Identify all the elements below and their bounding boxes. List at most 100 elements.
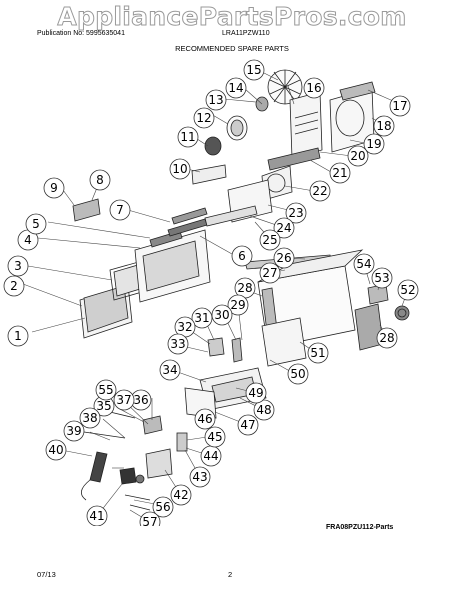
callout-34: 34	[159, 359, 181, 381]
electrical-parts	[81, 411, 188, 511]
svg-text:52: 52	[400, 283, 415, 297]
callout-35: 35	[93, 395, 115, 417]
svg-text:11: 11	[180, 130, 195, 144]
callout-14: 14	[225, 77, 247, 99]
blower-assembly-part	[191, 69, 303, 201]
svg-text:43: 43	[192, 470, 207, 484]
svg-text:44: 44	[203, 449, 218, 463]
callout-11: 11	[177, 126, 199, 148]
cabinet-part	[257, 249, 384, 367]
callout-19: 19	[363, 133, 385, 155]
svg-text:27: 27	[262, 266, 277, 280]
callout-51: 51	[307, 342, 329, 364]
callout-12: 12	[193, 107, 215, 129]
svg-text:36: 36	[133, 393, 148, 407]
callout-1: 1	[7, 325, 29, 347]
callout-16: 16	[303, 77, 325, 99]
callout-47: 47	[237, 414, 259, 436]
svg-text:56: 56	[155, 500, 170, 514]
revision-date: 07/13	[37, 570, 56, 579]
svg-text:12: 12	[196, 111, 211, 125]
callout-41: 41	[86, 505, 108, 526]
callout-15: 15	[243, 59, 265, 81]
svg-text:31: 31	[194, 311, 209, 325]
page-number: 2	[228, 570, 233, 579]
callout-28-left: 28	[234, 277, 256, 299]
callout-32: 32	[174, 316, 196, 338]
svg-text:39: 39	[66, 424, 81, 438]
svg-text:26: 26	[276, 251, 291, 265]
svg-text:25: 25	[262, 233, 277, 247]
callout-52: 52	[397, 279, 419, 301]
svg-text:2: 2	[10, 279, 18, 293]
callout-18: 18	[373, 115, 395, 137]
callout-22: 22	[309, 180, 331, 202]
watermark: AppliancePartsPros.com	[57, 2, 407, 32]
svg-text:14: 14	[228, 81, 243, 95]
callout-27: 27	[259, 262, 281, 284]
callout-20: 20	[347, 145, 369, 167]
svg-text:46: 46	[197, 412, 212, 426]
callout-38: 38	[79, 407, 101, 429]
callout-45: 45	[204, 426, 226, 448]
svg-text:55: 55	[98, 383, 113, 397]
svg-text:41: 41	[89, 509, 104, 523]
svg-text:51: 51	[310, 346, 325, 360]
callout-13: 13	[205, 89, 227, 111]
svg-text:6: 6	[238, 249, 246, 263]
svg-text:30: 30	[214, 308, 229, 322]
svg-text:10: 10	[172, 162, 187, 176]
svg-text:50: 50	[290, 367, 305, 381]
svg-text:29: 29	[230, 298, 245, 312]
callout-23: 23	[285, 202, 307, 224]
callout-39: 39	[63, 420, 85, 442]
svg-text:54: 54	[356, 257, 371, 271]
publication-number: Publication No: 5995635041	[37, 30, 125, 37]
front-panel-part	[134, 207, 211, 303]
svg-text:5: 5	[32, 217, 40, 231]
page-title: RECOMMENDED SPARE PARTS	[175, 44, 289, 53]
svg-text:35: 35	[96, 399, 111, 413]
svg-text:28: 28	[237, 281, 252, 295]
svg-text:23: 23	[288, 206, 303, 220]
svg-text:38: 38	[82, 411, 97, 425]
callout-56: 56	[152, 496, 174, 518]
svg-text:19: 19	[366, 137, 381, 151]
callout-7: 7	[109, 199, 131, 221]
svg-text:57: 57	[142, 515, 157, 526]
svg-text:7: 7	[116, 203, 124, 217]
svg-text:20: 20	[350, 149, 365, 163]
exploded-parts-diagram: 1 2 3 4 5 6 7 8 9 10 11 12 13 14 15 16 1…	[3, 59, 419, 526]
svg-text:28: 28	[379, 331, 394, 345]
callout-48: 48	[253, 399, 275, 421]
callout-8: 8	[89, 169, 111, 191]
callout-49: 49	[245, 382, 267, 404]
svg-text:42: 42	[173, 488, 188, 502]
svg-text:16: 16	[306, 81, 321, 95]
callout-3: 3	[7, 255, 29, 277]
callout-26: 26	[273, 247, 295, 269]
callout-42: 42	[170, 484, 192, 506]
svg-text:3: 3	[14, 259, 22, 273]
svg-text:18: 18	[376, 119, 391, 133]
callout-10: 10	[169, 158, 191, 180]
callout-21: 21	[329, 162, 351, 184]
svg-text:4: 4	[24, 233, 32, 247]
callout-9: 9	[43, 177, 65, 199]
svg-text:33: 33	[170, 337, 185, 351]
svg-text:40: 40	[48, 443, 63, 457]
svg-text:17: 17	[392, 99, 407, 113]
callout-2: 2	[3, 275, 25, 297]
svg-text:21: 21	[332, 166, 347, 180]
svg-text:47: 47	[240, 418, 255, 432]
callout-6: 6	[231, 245, 253, 267]
callout-17: 17	[389, 95, 411, 117]
diagram-code: FRA08PZU112-Parts	[326, 524, 394, 531]
svg-text:37: 37	[116, 393, 131, 407]
callout-5: 5	[25, 213, 47, 235]
callout-37: 37	[113, 389, 135, 411]
svg-text:15: 15	[246, 63, 261, 77]
svg-text:45: 45	[207, 430, 222, 444]
callout-46: 46	[194, 408, 216, 430]
callout-30: 30	[211, 304, 233, 326]
